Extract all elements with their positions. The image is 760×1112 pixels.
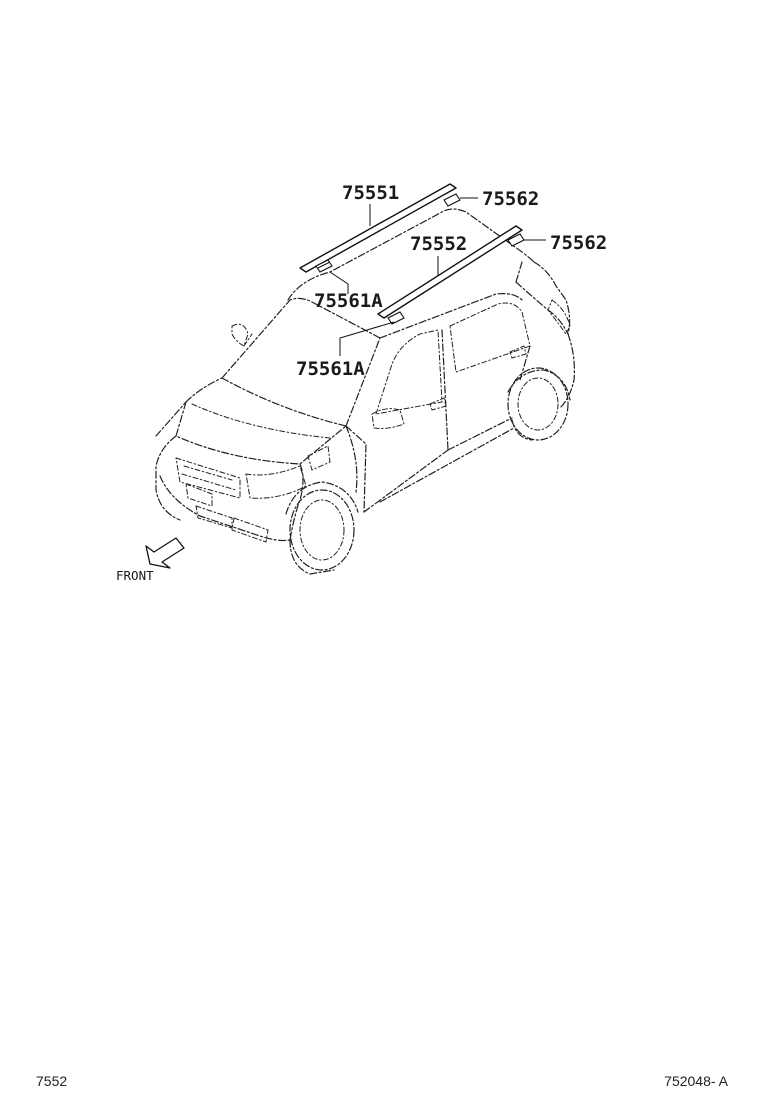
end-cap-front-right-icon	[387, 311, 405, 325]
front-label: FRONT	[116, 568, 154, 583]
end-cap-front-left-icon	[315, 259, 333, 273]
footer-figure-code: 752048- A	[664, 1073, 728, 1089]
roof-rail-left	[299, 183, 457, 273]
label-75562-lower: 75562	[550, 232, 607, 254]
end-cap-rear-left-icon	[443, 193, 461, 207]
leader-lines	[329, 197, 546, 356]
label-75552: 75552	[410, 233, 467, 255]
label-75551: 75551	[342, 182, 399, 204]
label-75561A-lower: 75561A	[296, 358, 365, 380]
label-75562-upper: 75562	[482, 188, 539, 210]
vehicle-outline	[155, 208, 575, 575]
label-75561A-upper: 75561A	[314, 290, 383, 312]
roof-rail-right	[377, 225, 523, 319]
front-arrow-icon	[145, 537, 185, 569]
footer-page-code: 7552	[36, 1073, 68, 1089]
